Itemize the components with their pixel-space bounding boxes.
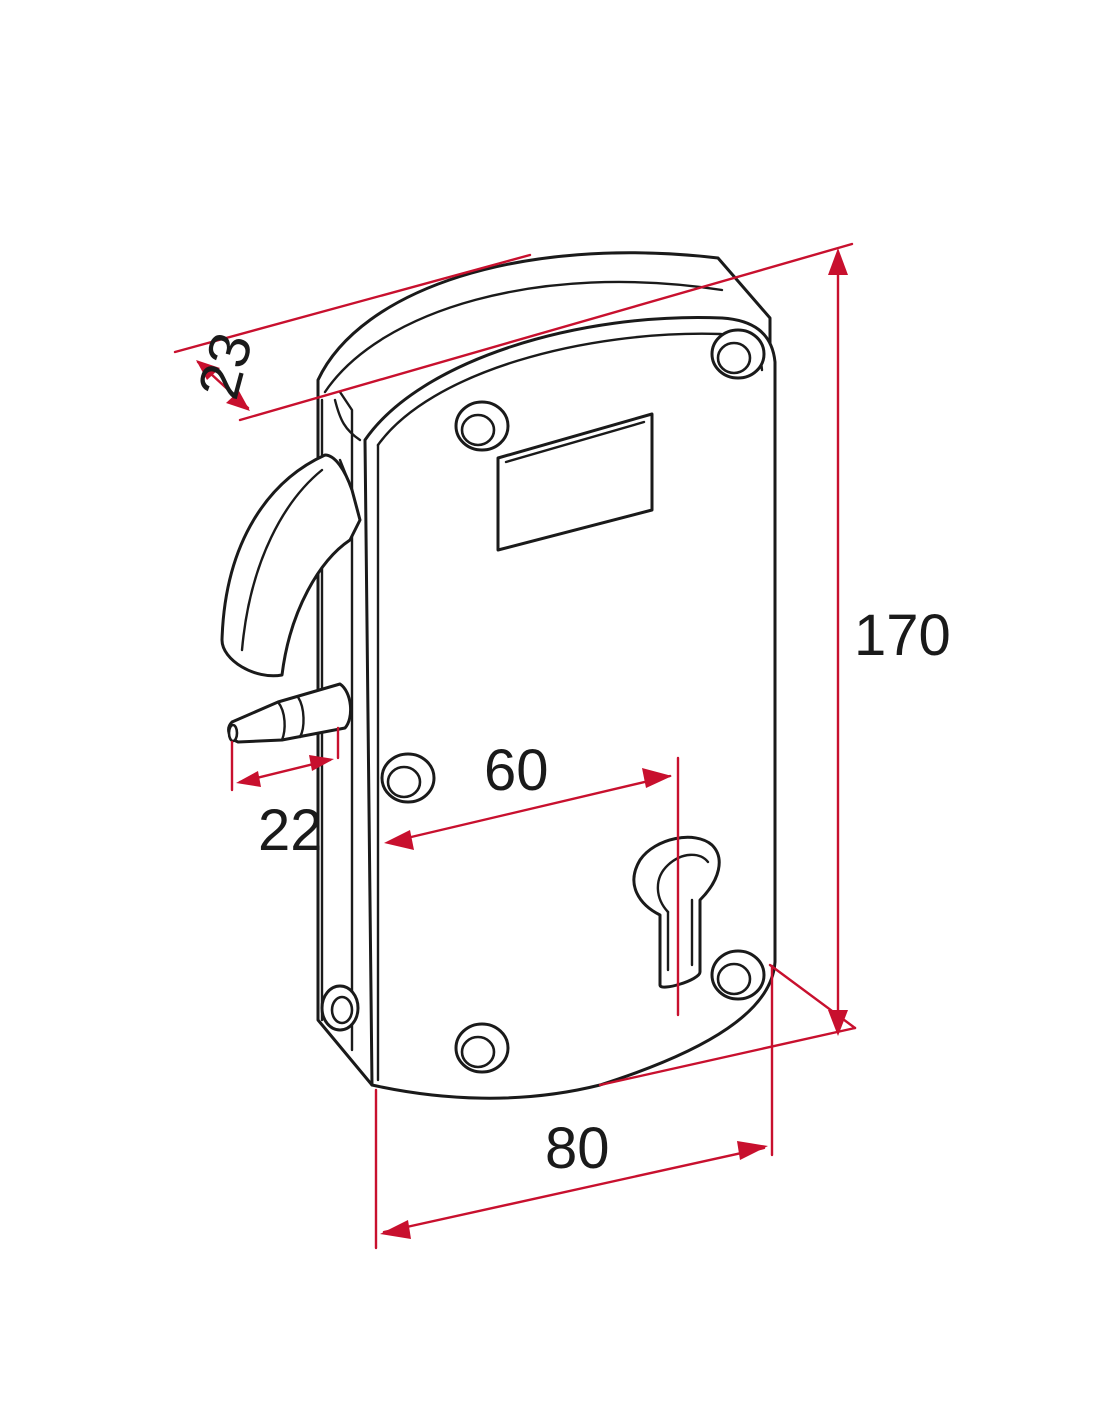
screw-hole-bottom-right <box>710 949 766 1001</box>
screw-hole-top-left <box>454 400 510 452</box>
height-label: 170 <box>854 603 951 668</box>
backset-label: 60 <box>484 738 549 803</box>
dimension-height: 170 <box>768 248 951 1036</box>
dimension-width: 80 <box>374 964 857 1250</box>
depth-label: 23 <box>186 326 265 405</box>
latch-bolt <box>220 453 362 678</box>
label-window <box>496 412 654 552</box>
width-label: 80 <box>545 1116 610 1181</box>
dead-bolt <box>227 682 353 744</box>
screw-hole-mid-left <box>380 752 436 804</box>
screw-hole-side <box>320 984 360 1032</box>
bolt-projection-label: 22 <box>258 798 323 863</box>
screw-hole-bottom-left <box>454 1022 510 1074</box>
dimension-backset: 60 <box>384 738 680 1017</box>
screw-hole-top-right <box>710 328 766 380</box>
dimension-bolt-projection: 22 <box>230 726 340 863</box>
cylinder-keyhole <box>632 835 721 989</box>
